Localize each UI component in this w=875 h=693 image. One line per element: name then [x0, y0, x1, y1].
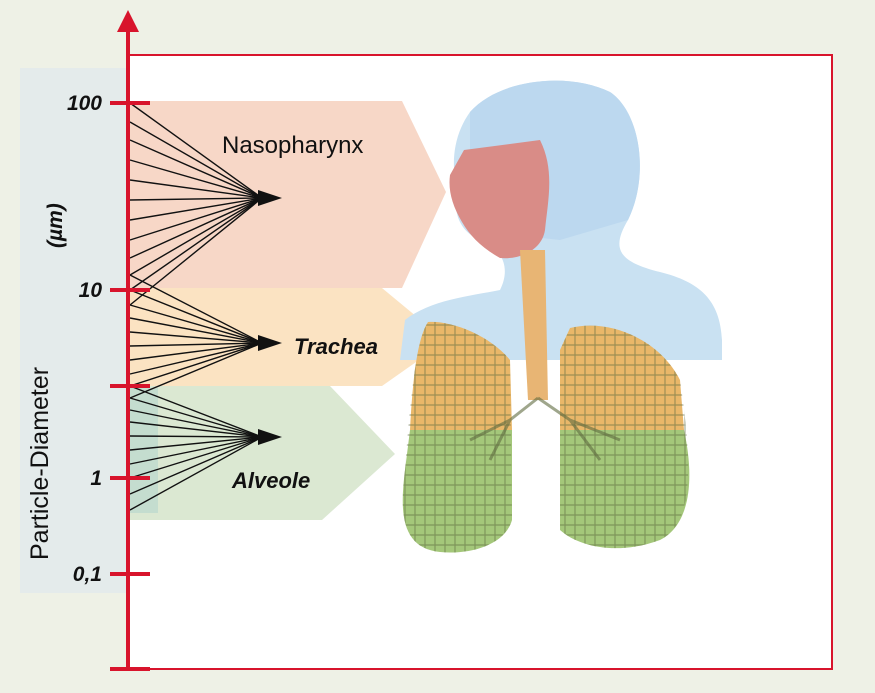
axis-label-particle-diameter: Particle-Diameter: [26, 367, 54, 560]
label-nasopharynx: Nasopharynx: [222, 132, 363, 159]
tick-label-100: 100: [67, 92, 102, 115]
band-alveole-highlight: [128, 388, 158, 513]
label-alveole: Alveole: [231, 468, 310, 493]
fan-line: [130, 436, 262, 437]
y-axis-arrowhead: [117, 10, 139, 32]
tick-label-0-1: 0,1: [73, 563, 102, 586]
label-trachea: Trachea: [294, 334, 378, 359]
axis-unit: (µm): [44, 203, 67, 248]
band-nasopharynx: [128, 101, 446, 288]
tick-label-1: 1: [90, 467, 102, 490]
tick-label-10: 10: [79, 279, 103, 302]
